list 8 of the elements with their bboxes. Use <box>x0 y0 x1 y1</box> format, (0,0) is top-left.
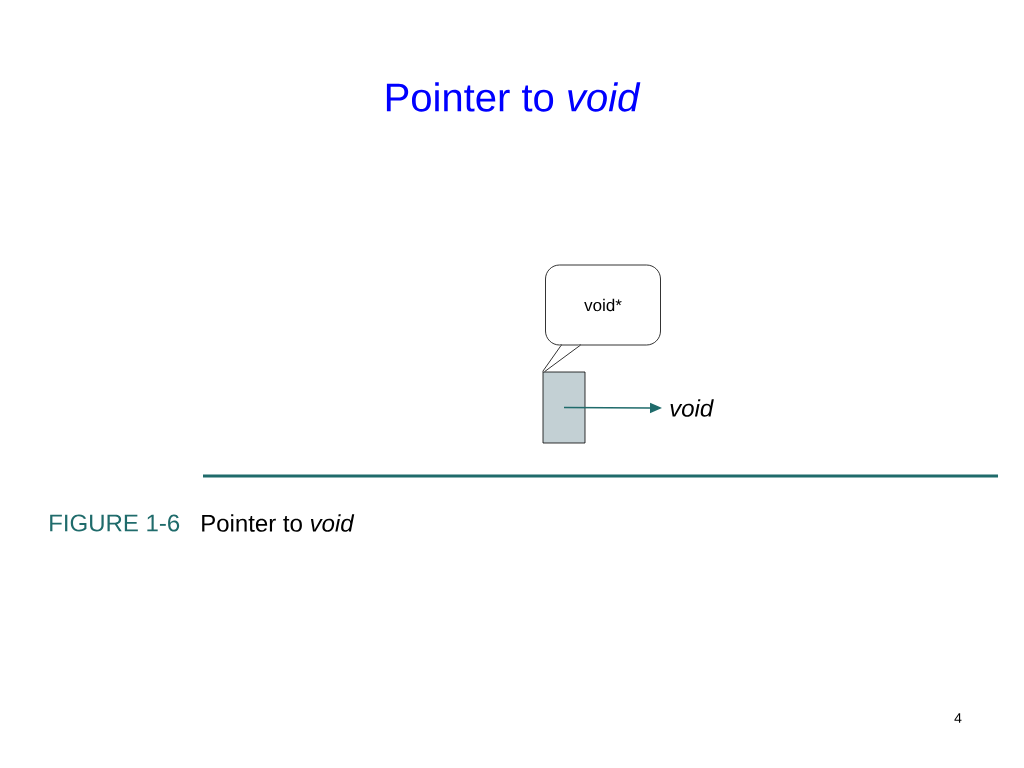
figure-number: FIGURE 1-6 <box>50 514 180 532</box>
page-number: 4 <box>954 713 962 723</box>
speech-bubble: void* <box>545 264 661 346</box>
pointer-box <box>542 371 586 444</box>
figure-caption: Pointer to void <box>202 514 355 532</box>
pointer-target-label: void <box>670 399 714 417</box>
slide-title: Pointer to void <box>386 82 641 112</box>
callout-tail <box>542 344 581 372</box>
